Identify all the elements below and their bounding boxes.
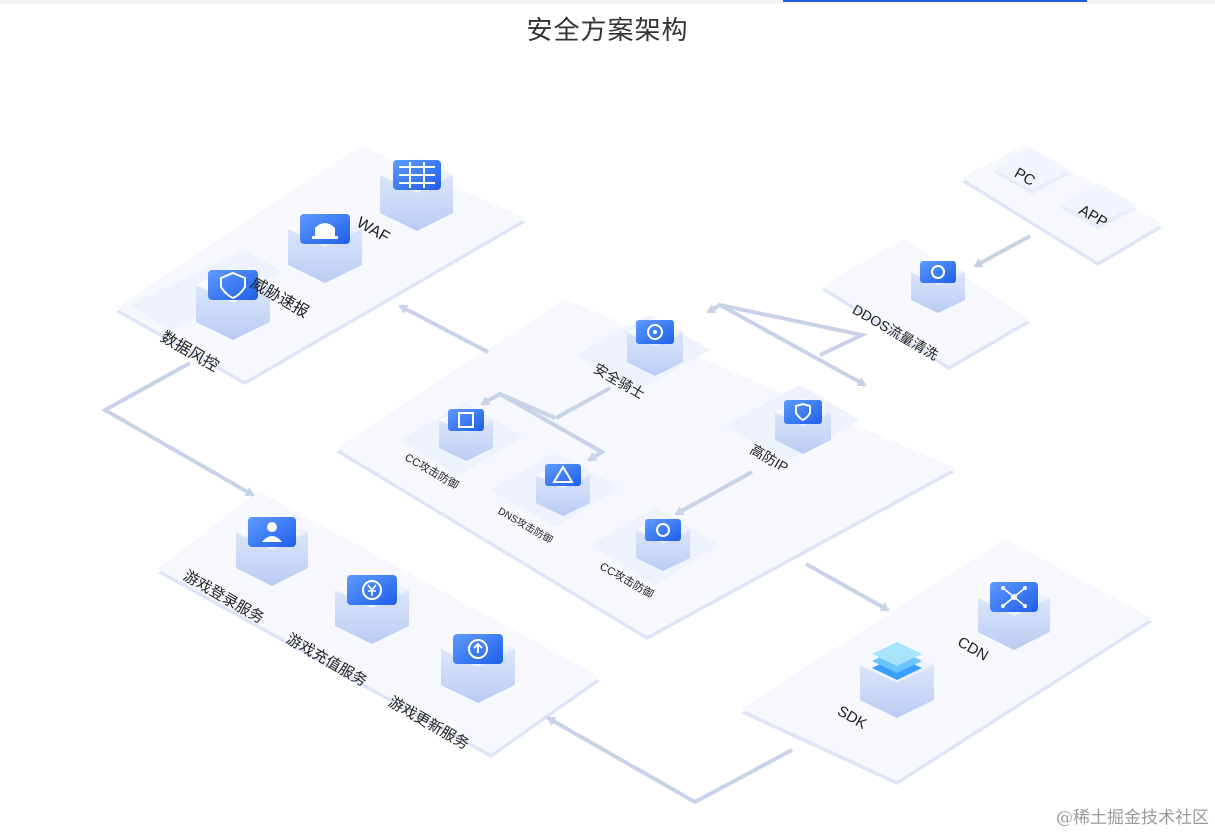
high-defense-ip-node: [775, 398, 831, 454]
cdn-node: [978, 580, 1050, 650]
document-icon: [448, 409, 484, 431]
game-recharge-node: [335, 572, 409, 644]
connector-to-dns: [499, 392, 606, 462]
connector-center-to-sdk: [805, 562, 890, 612]
cc-defense-2-node: [636, 517, 690, 571]
security-knight-node: [627, 318, 683, 376]
platform-group-bottom-right: [741, 539, 1152, 785]
data-risk-node: [196, 267, 270, 340]
page-title: 安全方案架构: [526, 15, 689, 45]
settings-icon: [645, 519, 681, 541]
top-bar: [0, 0, 1215, 4]
shield-check-icon: [784, 400, 822, 424]
connector-highip-to-cc2: [674, 470, 753, 516]
watermark: @稀土掘金技术社区: [1056, 808, 1209, 828]
connector-knight-to-cc: [555, 386, 611, 420]
connectors: [100, 234, 1031, 805]
connector-sdk-to-game: [546, 716, 793, 805]
connector-risk-to-game: [100, 361, 255, 497]
threat-report-node: [288, 211, 362, 283]
active-tab-indicator: [783, 0, 1087, 2]
waf-node: [380, 157, 453, 231]
pc-tile: [993, 148, 1070, 194]
gear-icon: [920, 261, 956, 283]
game-login-node: [236, 514, 308, 586]
connector-center-to-waf: [398, 304, 489, 354]
app-tile: [1059, 183, 1137, 229]
cc-defense-1-node: [439, 407, 493, 461]
connector-ddos-to-highip: [719, 303, 867, 387]
sdk-node: [860, 642, 934, 718]
game-update-node: [441, 631, 515, 703]
connector-client-to-ddos: [973, 234, 1031, 268]
platform-group-center: [336, 299, 955, 640]
ddos-node: [911, 259, 965, 313]
dns-defense-node: [536, 462, 590, 516]
connector-ddos-to-knight: [706, 302, 869, 357]
